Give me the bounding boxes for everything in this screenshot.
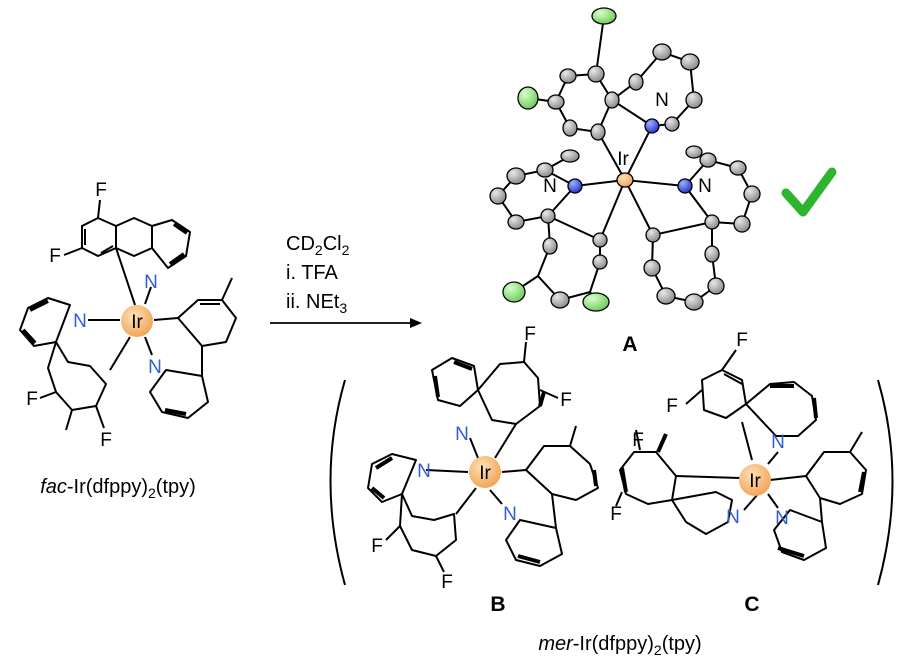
b-fluorine-label-3: F xyxy=(371,536,383,557)
product-b-label: B xyxy=(490,593,505,616)
fac-name-tail: (tpy) xyxy=(156,476,196,498)
c-fluorine-label-1: F xyxy=(736,330,748,351)
b-iridium-label: Ir xyxy=(479,463,491,484)
ortep-nitrogen-label-1: N xyxy=(655,90,669,111)
b-fluorine-label-2: F xyxy=(560,390,572,411)
mer-compound-name: mer-Ir(dfppy)2(tpy) xyxy=(538,633,701,658)
fac-fluorine-label-3: F xyxy=(26,389,38,410)
ortep-nitrogen-3 xyxy=(677,178,693,194)
fac-iridium-atom xyxy=(121,305,153,337)
fac-complex-structure xyxy=(19,199,237,431)
checkmark-icon xyxy=(781,167,837,217)
mer-complex-c-structure xyxy=(615,349,867,561)
ortep-nitrogen-label-2: N xyxy=(543,176,557,197)
ortep-iridium-label: Ir xyxy=(617,149,629,170)
b-nitrogen-label-1: N xyxy=(455,424,469,445)
fac-fluorine-label-2: F xyxy=(49,246,61,267)
left-parenthesis xyxy=(329,379,346,586)
ortep-fluorine-3 xyxy=(502,281,526,303)
b-nitrogen-label-2: N xyxy=(417,461,431,482)
right-parenthesis xyxy=(877,379,894,586)
c-fluorine-label-2: F xyxy=(666,396,678,417)
c-nitrogen-label-1: N xyxy=(771,432,785,453)
mer-complex-b-structure xyxy=(367,341,599,573)
product-c-label: C xyxy=(744,593,759,616)
b-nitrogen-label-3: N xyxy=(503,504,517,525)
ortep-nitrogen-label-3: N xyxy=(698,176,712,197)
c-nitrogen-label-3: N xyxy=(775,508,789,529)
ortep-fluorine-1 xyxy=(591,7,617,25)
fac-name-body: -Ir(dfppy) xyxy=(67,476,148,498)
b-fluorine-label-4: F xyxy=(441,572,453,593)
ortep-fluorine-2 xyxy=(517,86,539,110)
reaction-arrow-head xyxy=(410,318,422,328)
fac-nitrogen-label-1: N xyxy=(144,272,158,293)
c-fluorine-label-4: F xyxy=(610,504,622,525)
fac-fluorine-label-4: F xyxy=(100,430,112,451)
condition-step-2: ii. NEt3 xyxy=(286,291,347,316)
b-iridium-atom xyxy=(469,456,501,488)
b-fluorine-label-1: F xyxy=(524,324,536,345)
c-iridium-atom xyxy=(739,464,771,496)
fac-nitrogen-label-2: N xyxy=(73,311,87,332)
condition-step-1: i. TFA xyxy=(286,262,339,284)
fac-nitrogen-label-3: N xyxy=(148,357,162,378)
c-iridium-label: Ir xyxy=(749,471,761,492)
fac-fluorine-label-1: F xyxy=(95,180,107,201)
fac-compound-name: fac-Ir(dfppy)2(tpy) xyxy=(40,476,196,501)
ortep-fluorine-4 xyxy=(582,292,610,312)
fac-name-prefix: fac xyxy=(40,476,67,498)
ortep-nitrogen-1 xyxy=(644,118,660,134)
product-a-label: A xyxy=(622,333,637,356)
ortep-nitrogen-2 xyxy=(567,178,583,194)
crystal-structure-a xyxy=(489,7,761,312)
c-nitrogen-label-2: N xyxy=(726,507,740,528)
condition-solvent: CD2Cl2 xyxy=(286,233,350,258)
c-fluorine-label-3: F xyxy=(632,430,644,451)
fac-name-subscript: 2 xyxy=(148,485,156,501)
fac-iridium-label: Ir xyxy=(131,312,143,333)
ortep-iridium xyxy=(616,172,634,188)
